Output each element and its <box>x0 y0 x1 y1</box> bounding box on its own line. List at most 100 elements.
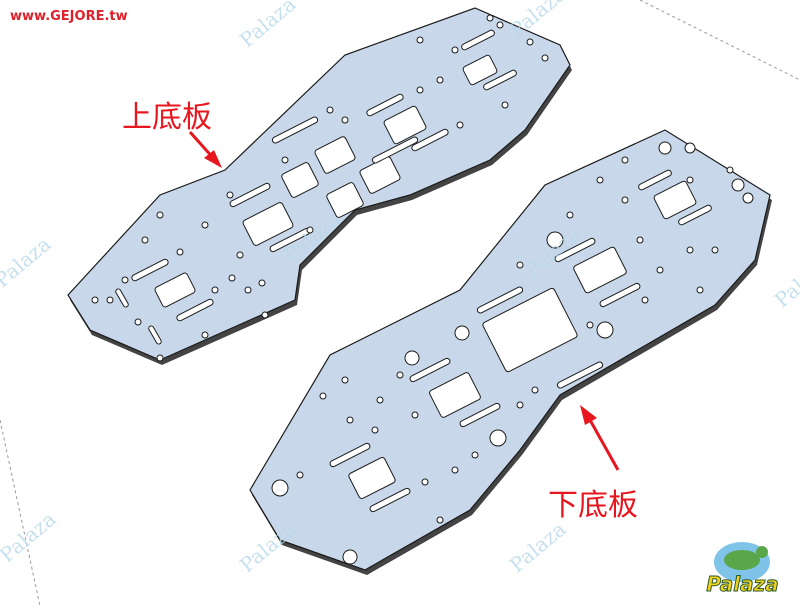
hole <box>451 466 459 474</box>
upper-plate-label: 上底板 <box>122 100 212 135</box>
hole <box>656 266 664 274</box>
hole <box>341 376 349 384</box>
hole <box>106 296 114 304</box>
slot <box>459 402 501 428</box>
hole <box>91 296 99 304</box>
slot <box>329 442 371 468</box>
hole <box>586 321 594 329</box>
hole <box>546 231 564 249</box>
hole <box>228 274 236 282</box>
slot <box>599 282 641 308</box>
hole <box>456 121 464 129</box>
hole <box>271 479 289 497</box>
hole <box>742 192 754 204</box>
hole <box>258 279 266 287</box>
slot <box>483 69 517 91</box>
window <box>348 456 396 500</box>
hole <box>436 516 444 524</box>
hole <box>421 478 429 486</box>
hole <box>686 246 694 254</box>
hole <box>261 311 269 319</box>
hole <box>341 116 349 124</box>
hole <box>436 76 444 84</box>
construction-line <box>0 419 41 606</box>
hole <box>376 396 384 404</box>
hole <box>566 211 574 219</box>
lower-plate <box>249 129 772 575</box>
hole <box>658 141 672 155</box>
hole <box>416 36 424 44</box>
window <box>154 272 196 308</box>
window <box>653 180 697 220</box>
hole <box>346 416 354 424</box>
lower-plate-label: 下底板 <box>548 488 638 523</box>
hole <box>596 176 604 184</box>
arrow-lower <box>580 405 620 471</box>
hole <box>636 236 644 244</box>
hole <box>156 354 164 362</box>
hole <box>496 21 504 29</box>
window <box>314 136 356 174</box>
hole <box>621 196 629 204</box>
hole <box>396 371 404 379</box>
hole <box>371 426 379 434</box>
hole <box>121 276 129 284</box>
slot <box>678 204 712 226</box>
slot <box>461 29 495 51</box>
hole <box>684 142 696 154</box>
hole <box>541 54 549 62</box>
hole <box>526 38 534 46</box>
window <box>326 182 364 218</box>
slot <box>371 136 419 164</box>
window <box>462 54 498 86</box>
hole <box>621 156 629 164</box>
window <box>281 162 319 198</box>
slot <box>369 487 411 513</box>
hole <box>176 248 184 256</box>
site-url: www.GEJORE.tw <box>10 9 128 24</box>
slot <box>176 298 214 322</box>
hole <box>416 86 424 94</box>
hole <box>489 429 507 447</box>
hole <box>156 211 164 219</box>
slot <box>411 128 449 152</box>
hole <box>236 251 244 259</box>
hole <box>696 286 704 294</box>
hole <box>281 156 289 164</box>
slot <box>229 182 271 208</box>
palaza-logo: Palaza <box>690 530 795 600</box>
hole <box>531 386 539 394</box>
slot <box>115 288 129 308</box>
hole <box>726 166 734 174</box>
construction-line <box>639 0 800 81</box>
hole <box>451 46 459 54</box>
window <box>383 105 427 145</box>
hole <box>326 106 334 114</box>
hole <box>711 246 719 254</box>
hole <box>306 226 314 234</box>
slot <box>476 286 524 314</box>
hole <box>454 325 470 341</box>
hole <box>296 471 304 479</box>
hole <box>516 261 524 269</box>
hole <box>201 221 209 229</box>
window <box>429 372 481 418</box>
window <box>482 287 578 373</box>
hole <box>201 331 209 339</box>
hole <box>319 392 327 400</box>
hole <box>404 350 420 366</box>
hole <box>411 411 419 419</box>
slot <box>638 169 672 191</box>
hole <box>486 14 494 22</box>
hole <box>641 296 649 304</box>
slot <box>131 258 169 282</box>
hole <box>244 286 252 294</box>
hole <box>141 236 149 244</box>
hole <box>516 401 524 409</box>
window <box>573 246 627 294</box>
slot <box>148 325 162 345</box>
hole <box>226 191 234 199</box>
slot <box>271 116 319 144</box>
